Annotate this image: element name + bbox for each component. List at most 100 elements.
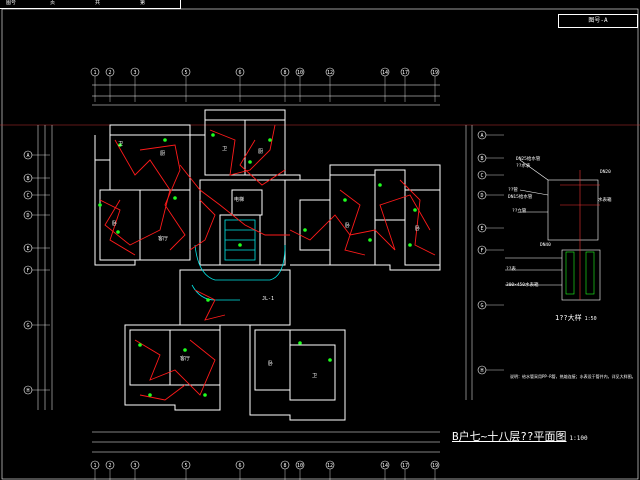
pipe-segment [134,339,216,396]
pipe-segment [289,194,431,251]
detail-note: 说明：给水管采用PP-R管，热熔连接；水表设于管井内，详见大样图。 [510,374,636,379]
right-dimension-lines [465,125,473,400]
right-axis-label: G [480,303,483,309]
right-axis-label: E [480,226,483,232]
detail-label: ??管 [508,188,518,193]
top-axis-label: 6 [238,70,241,76]
fixture-marker [173,196,177,200]
fixture-marker [116,230,120,234]
top-axis-label: 14 [382,70,388,76]
pipe-segment [99,199,136,256]
top-axis-label: 10 [297,70,303,76]
title-cell-3: 共 [95,0,101,6]
fixture-marker [238,243,242,247]
detail-drawing [505,159,601,301]
room-label: 电梯 [234,197,245,203]
right-axis-label: C [480,173,483,179]
fixture-marker [183,348,187,352]
pipe-segment [339,189,366,256]
top-axis-label: 2 [108,70,111,76]
fixture-marker [408,243,412,247]
title-cell-2: 页 [50,0,56,6]
right-axis-label: F [480,248,483,254]
bottom-axis-label: 8 [283,463,286,469]
detail-scale: 1:50 [584,316,597,322]
fixture-marker [378,183,382,187]
pipe-segment [104,139,171,246]
room-label: 厨 [258,149,264,155]
fixture-marker [163,138,167,142]
pipe-segment [194,289,226,321]
room-label: 客厅 [180,356,191,362]
detail-label: 水表箱 [598,198,612,203]
fixture-marker [148,393,152,397]
fixture-marker [368,238,372,242]
detail-label: DN40 [540,243,551,248]
title-cell-4: 第 [140,0,146,6]
room-label: 卧 [415,226,421,232]
detail-label: DN20 [600,170,611,175]
detail-label: DN15给水管 [508,195,533,200]
detail-label: 300×450水表箱 [506,283,539,288]
plumbing-fixtures [98,133,417,397]
water-supply-pipes [99,124,436,401]
plan-title-text: B户七~十八层??平面图 [452,430,567,443]
room-label: 卫 [118,141,124,147]
bottom-axis-label: 1 [93,463,96,469]
bottom-axis-label: 10 [297,463,303,469]
sheet-number-box: 图号-A [558,14,638,28]
fixture-marker [303,228,307,232]
pipe-segment [239,139,286,186]
pipe-segment [399,179,436,256]
top-axis-label: 1 [93,70,96,76]
right-axis-label: B [480,156,483,162]
fixture-marker [98,203,102,207]
fixture-marker [298,341,302,345]
plan-scale: 1:100 [569,435,588,442]
top-axis-label: 19 [432,70,438,76]
room-label: 卧 [268,361,274,367]
fixture-marker [413,208,417,212]
room-label: 卧 [112,221,118,227]
fixture-marker [138,343,142,347]
right-axis-label: H [480,368,483,374]
top-axis-label: 3 [133,70,136,76]
detail-label: DN25给水管 [516,157,541,162]
left-axis-label: A [26,153,29,159]
right-axis-label: D [480,193,483,199]
left-axis-label: H [26,388,29,394]
room-label: 卫 [312,373,318,379]
top-axis-label: 12 [327,70,333,76]
bottom-axis-label: 2 [108,463,111,469]
top-axis-label: 17 [402,70,408,76]
fixture-marker [268,138,272,142]
fixture-marker [343,198,347,202]
room-label: 客厅 [158,236,169,242]
left-axis-label: D [26,213,29,219]
top-dimension-lines [92,84,440,106]
title-block-strip: 图号 页 共 第 [0,0,181,9]
left-axis-label: B [26,176,29,182]
pipe-segment [139,144,186,251]
top-axis-label: 5 [184,70,187,76]
bottom-axis-label: 6 [238,463,241,469]
fixture-marker [211,133,215,137]
left-axis-label: C [26,193,29,199]
riser-label: JL-1 [262,296,275,302]
room-label: 厨 [160,151,166,157]
left-dimension-lines [37,125,53,410]
left-axis-label: F [26,268,29,274]
left-axis-label: G [26,323,29,329]
detail-label: ??立管 [512,209,527,214]
detail-label: ??表 [506,267,516,272]
room-label: 卫 [222,146,228,152]
fixture-marker [203,393,207,397]
fixture-marker [206,298,210,302]
bottom-axis-label: 17 [402,463,408,469]
